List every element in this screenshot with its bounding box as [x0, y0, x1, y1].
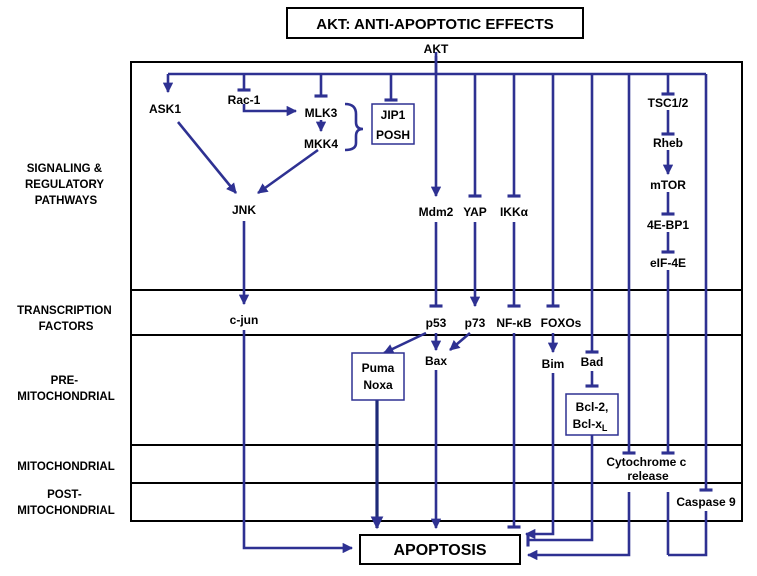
node-apoptosis: APOPTOSIS: [393, 542, 486, 559]
apoptosis-box: [359, 534, 521, 565]
node-jnk: JNK: [232, 203, 256, 217]
node-ikk-prefix: IKK: [500, 205, 521, 219]
node-akt: AKT: [424, 42, 449, 56]
edge-mkk4-jnk: [257, 148, 319, 195]
node-eif4e: eIF-4E: [650, 256, 686, 270]
node-bclx: Bcl-xL: [573, 417, 608, 433]
node-noxa: Noxa: [363, 378, 393, 392]
node-nfkb-prefix: NF-: [496, 316, 516, 330]
section-label-mitochondrial: MITOCHONDRIAL: [17, 461, 115, 473]
node-4ebp1: 4E-BP1: [647, 218, 689, 232]
node-mdm2: Mdm2: [419, 205, 454, 219]
node-p73: p73: [465, 316, 486, 330]
jip1-posh-box: [371, 103, 415, 145]
edge-bim-apoptosis: [524, 373, 555, 540]
edge-bcl2-apoptosis: [526, 435, 594, 547]
edge-cytochrome-apoptosis: [526, 492, 631, 561]
node-puma: Puma: [362, 361, 395, 375]
node-nfkb-suffix: B: [523, 316, 532, 330]
section-label-transcription: TRANSCRIPTION FACTORS: [17, 305, 115, 333]
node-tsc: TSC1/2: [648, 96, 689, 110]
node-bcl2: Bcl-2,: [576, 400, 609, 414]
node-ikk-greek: α: [521, 205, 529, 219]
node-bad: Bad: [581, 355, 604, 369]
node-nfkb: NF-κB: [496, 316, 532, 330]
bcl2-box: [565, 393, 619, 436]
node-cytochrome-c: Cytochrome c release: [606, 455, 689, 483]
node-cjun: c-jun: [230, 313, 259, 327]
edge-rac1-mlk3: [242, 104, 298, 117]
node-ikk: IKKα: [500, 205, 529, 219]
node-ask1: ASK1: [149, 102, 181, 116]
node-yap: YAP: [463, 205, 487, 219]
section-label-pre-mitochondrial: PRE- MITOCHONDRIAL: [17, 375, 115, 403]
node-foxos: FOXOs: [541, 316, 582, 330]
node-mtor: mTOR: [650, 178, 686, 192]
edge-caspase9-apoptosis: [668, 511, 708, 557]
node-mkk4: MKK4: [304, 137, 338, 151]
node-jip1: JIP1: [381, 108, 406, 122]
node-bax: Bax: [425, 354, 447, 368]
node-posh: POSH: [376, 128, 410, 142]
node-caspase9: Caspase 9: [676, 495, 736, 509]
section-label-post-mitochondrial: POST- MITOCHONDRIAL: [17, 489, 115, 517]
node-bclx-subscript: L: [602, 423, 608, 433]
node-bclx-main: Bcl-x: [573, 417, 603, 431]
edge-p53-puma: [383, 331, 427, 355]
edge-ask1-jnk: [176, 121, 238, 194]
node-nfkb-greek: κ: [516, 316, 523, 330]
edge-cjun-apoptosis: [242, 330, 354, 554]
jip1-posh-bracket: [344, 102, 364, 152]
node-p53: p53: [426, 316, 447, 330]
puma-noxa-box: [351, 352, 405, 401]
title-box: [286, 7, 584, 39]
edge-p73-bax: [449, 332, 471, 351]
node-rheb: Rheb: [653, 136, 683, 150]
diagram-title: AKT: ANTI-APOPTOTIC EFFECTS: [316, 16, 554, 33]
section-label-signaling: SIGNALING & REGULATORY PATHWAYS: [25, 163, 107, 207]
node-bim: Bim: [542, 357, 565, 371]
node-rac1: Rac-1: [228, 93, 261, 107]
node-mlk3: MLK3: [305, 106, 338, 120]
